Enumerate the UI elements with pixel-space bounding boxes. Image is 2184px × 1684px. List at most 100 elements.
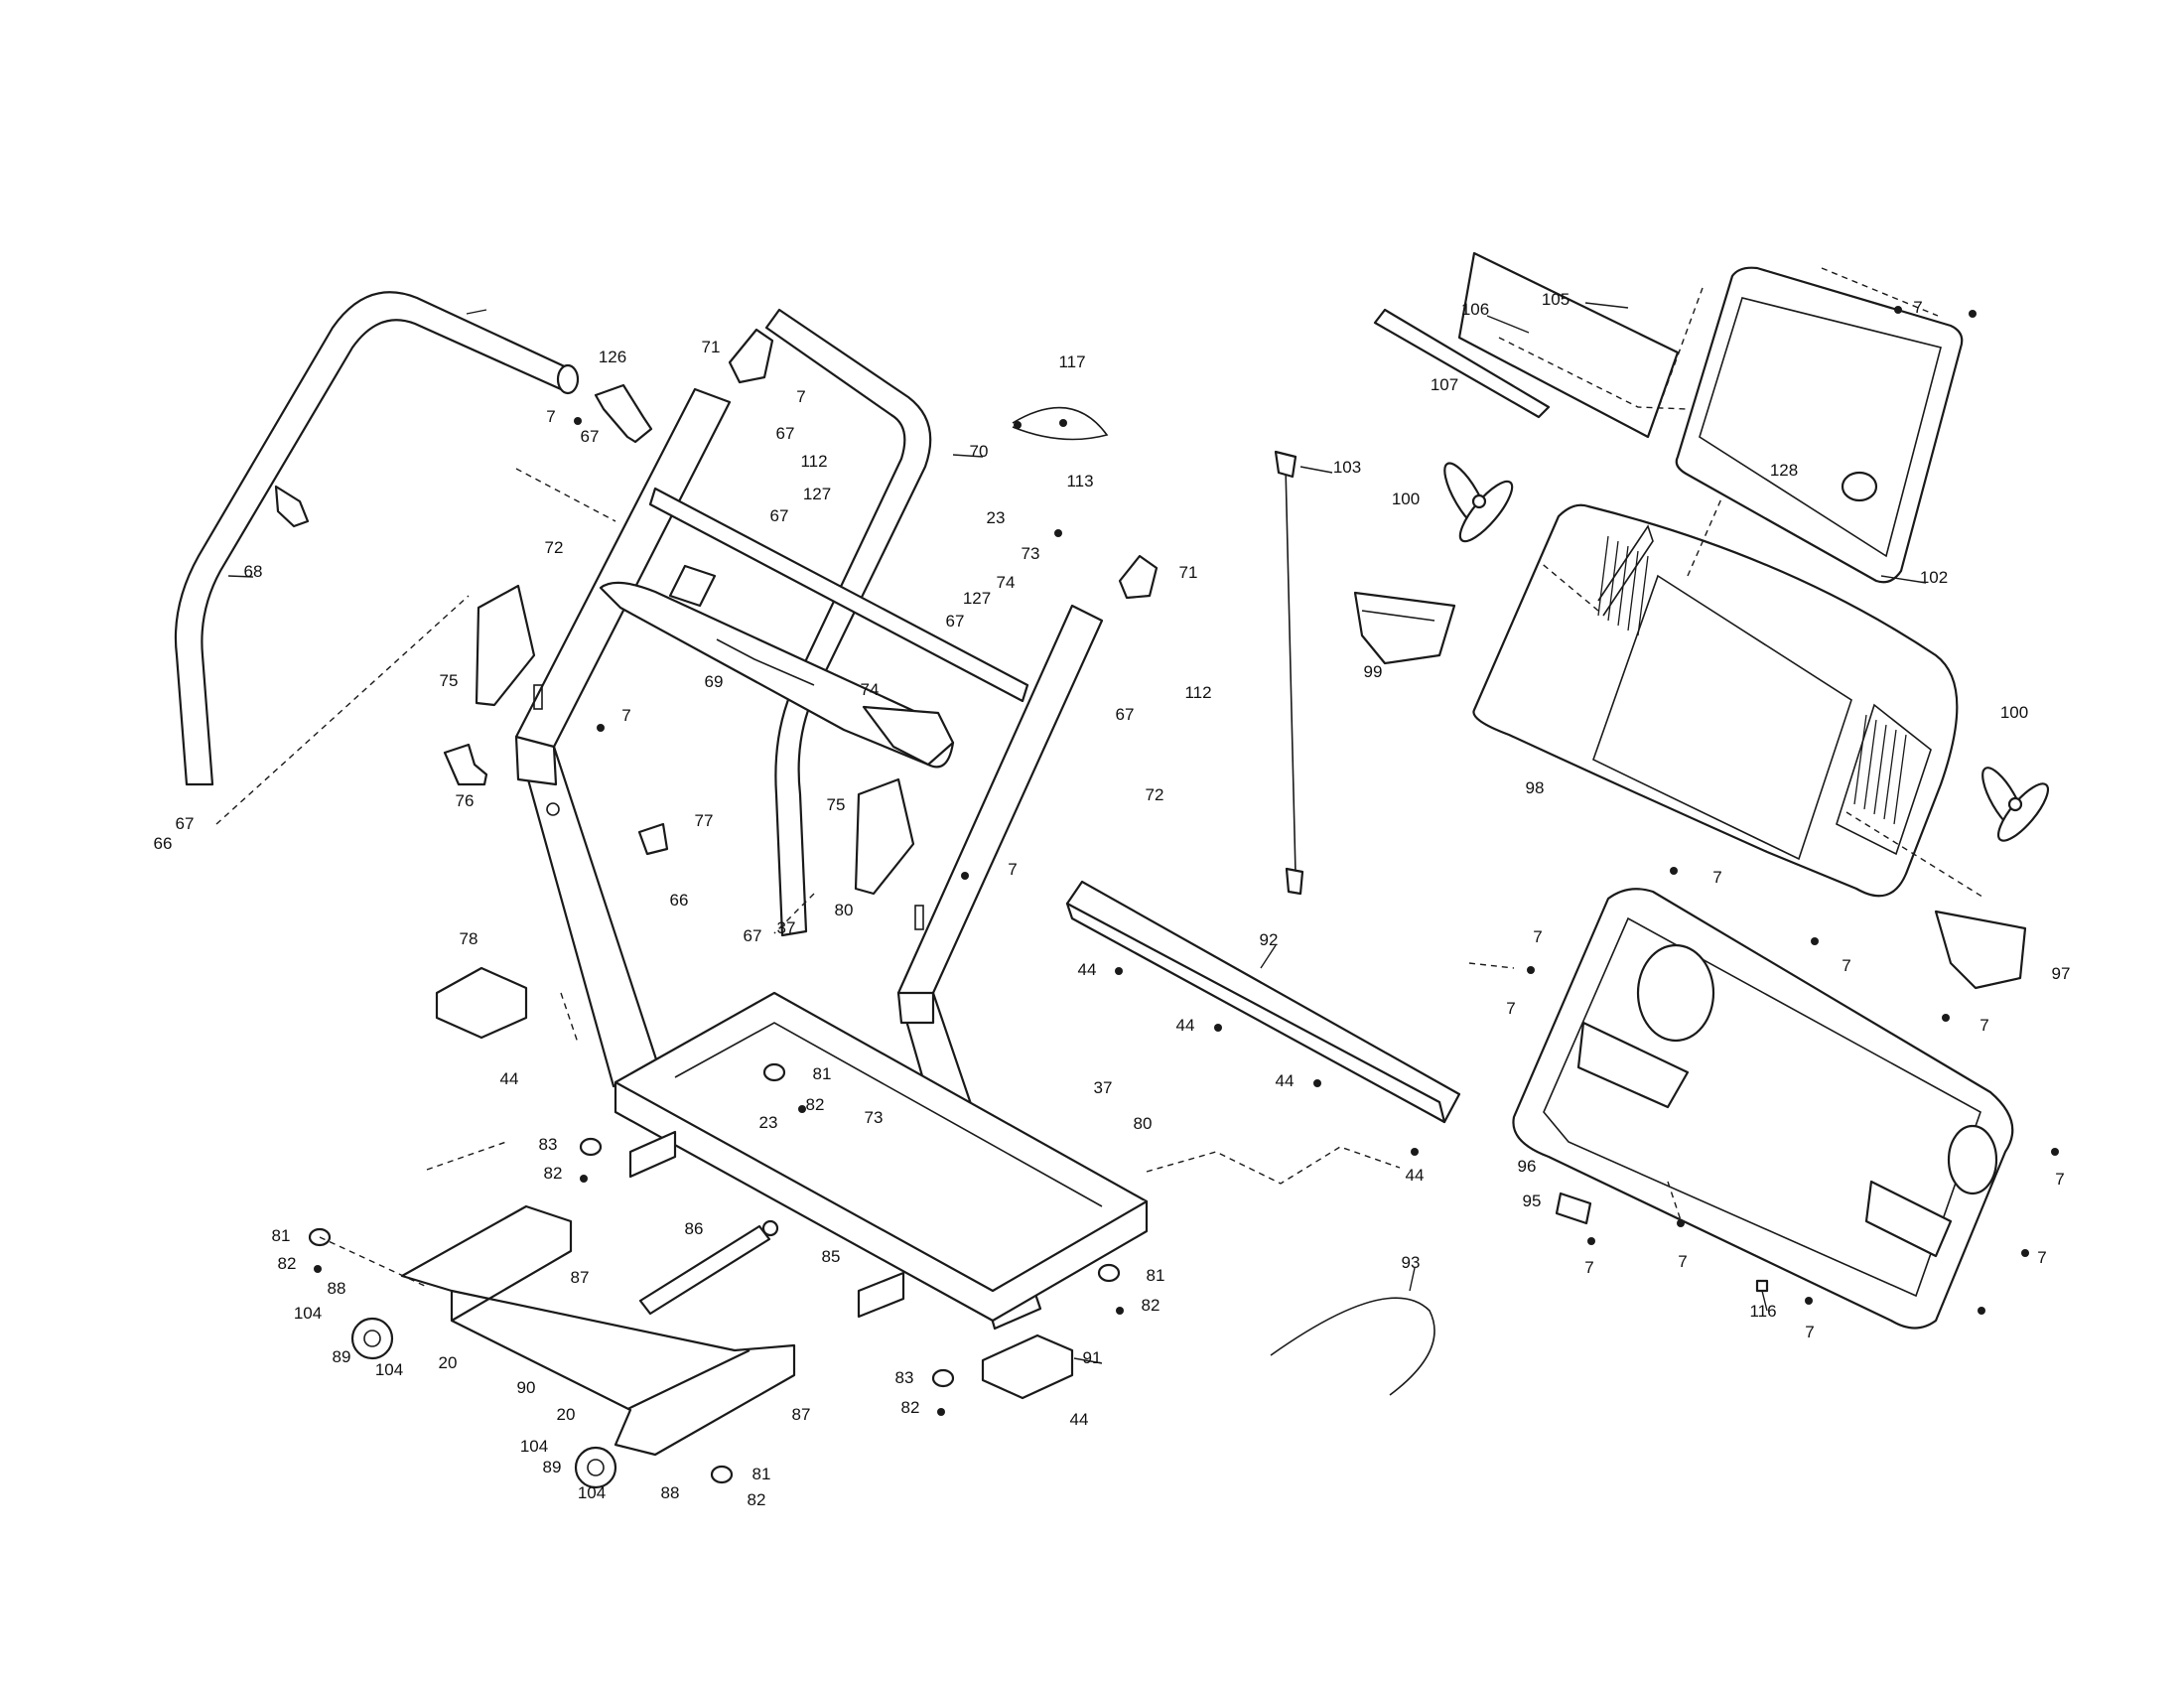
callout-73: 73	[865, 1108, 884, 1127]
callout-7: 7	[1506, 999, 1515, 1018]
callout-88: 88	[661, 1483, 680, 1502]
callout-67: 67	[776, 424, 795, 443]
callout-100: 100	[1392, 490, 1420, 508]
lift-cylinder-86	[638, 1219, 779, 1316]
callout-106: 106	[1461, 300, 1489, 319]
callout-67: 67	[770, 506, 789, 525]
hardware-dots	[314, 306, 2059, 1416]
wire-117	[1012, 406, 1109, 441]
callout-95: 95	[1523, 1192, 1542, 1210]
hood-96	[1512, 888, 2014, 1330]
callout-71: 71	[702, 338, 721, 356]
callout-92: 92	[1260, 930, 1279, 949]
callout-89: 89	[543, 1458, 562, 1476]
callout-90: 90	[517, 1378, 536, 1397]
callout-70: 70	[970, 442, 989, 461]
callout-91: 91	[1083, 1348, 1102, 1367]
motor-hood-bracket-92	[1065, 880, 1461, 1124]
callout-82: 82	[901, 1398, 920, 1417]
callout-44: 44	[1070, 1410, 1089, 1429]
callout-67: 67	[744, 926, 762, 945]
callout-73: 73	[1022, 544, 1040, 563]
callout-81: 81	[272, 1226, 291, 1245]
callout-44: 44	[1176, 1016, 1195, 1035]
wire-93	[1270, 1297, 1435, 1396]
assembly-lines	[215, 267, 1986, 1288]
callout-112: 112	[800, 452, 827, 471]
callout-104: 104	[294, 1304, 322, 1323]
console-base-crossbar	[599, 487, 1029, 769]
fan-100	[1443, 462, 2049, 842]
callout-37: 37	[777, 918, 796, 937]
callout-20: 20	[557, 1405, 576, 1424]
callout-80: 80	[1134, 1114, 1153, 1133]
callout-7: 7	[1584, 1258, 1593, 1277]
callout-100: 100	[2000, 703, 2028, 722]
callout-83: 83	[895, 1368, 914, 1387]
callout-82: 82	[278, 1254, 297, 1273]
tray-97	[1934, 910, 2027, 990]
callout-23: 23	[987, 508, 1006, 527]
callout-97: 97	[2052, 964, 2071, 983]
callout-81: 81	[1147, 1266, 1165, 1285]
callout-37: 37	[1094, 1078, 1113, 1097]
callout-128: 128	[1770, 461, 1798, 480]
callout-87: 87	[571, 1268, 590, 1287]
base-frame	[614, 991, 1149, 1323]
small-parts	[308, 1062, 1769, 1484]
callout-7: 7	[546, 407, 555, 426]
callout-71: 71	[1179, 563, 1198, 582]
leader-lines	[227, 302, 1927, 1364]
callout-87: 87	[792, 1405, 811, 1424]
callout-20: 20	[439, 1353, 458, 1372]
callout-88: 88	[328, 1279, 346, 1298]
callout-7: 7	[1805, 1323, 1814, 1341]
callout-116: 116	[1749, 1302, 1776, 1321]
callout-105: 105	[1542, 290, 1570, 309]
callout-67: 67	[581, 427, 600, 446]
callout-66: 66	[670, 891, 689, 910]
callout-113: 113	[1066, 472, 1093, 491]
callout-66: 66	[154, 834, 173, 853]
callout-67: 67	[946, 612, 965, 631]
grill-vents	[1597, 535, 1907, 825]
callout-7: 7	[1913, 298, 1922, 317]
callout-104: 104	[375, 1360, 403, 1379]
callout-68: 68	[244, 562, 263, 581]
callout-44: 44	[1078, 960, 1097, 979]
cover-71	[728, 328, 1159, 600]
callout-44: 44	[1406, 1166, 1425, 1185]
callout-112: 112	[1184, 683, 1211, 702]
callout-102: 102	[1920, 568, 1948, 587]
callout-93: 93	[1402, 1253, 1421, 1272]
callout-7: 7	[1008, 860, 1017, 879]
callout-103: 103	[1333, 458, 1361, 477]
callout-85: 85	[822, 1247, 841, 1266]
callout-104: 104	[520, 1437, 548, 1456]
tray-99	[1353, 591, 1456, 665]
cover-75	[475, 584, 915, 896]
callout-99: 99	[1364, 662, 1383, 681]
callout-44: 44	[1276, 1071, 1295, 1090]
callout-7: 7	[2055, 1170, 2064, 1189]
callout-72: 72	[1146, 785, 1164, 804]
callout-7: 7	[1712, 868, 1721, 887]
console-102	[1675, 266, 1964, 584]
bracket-78	[435, 966, 528, 1040]
callout-89: 89	[333, 1347, 351, 1366]
callout-69: 69	[705, 672, 724, 691]
callout-83: 83	[539, 1135, 558, 1154]
callout-78: 78	[460, 929, 478, 948]
callout-82: 82	[748, 1490, 766, 1509]
callout-80: 80	[835, 901, 854, 919]
callout-67: 67	[1116, 705, 1135, 724]
end-cap-126	[594, 383, 653, 444]
left-upright	[514, 387, 732, 1088]
callout-7: 7	[1533, 927, 1542, 946]
callout-126: 126	[599, 348, 626, 366]
callout-82: 82	[806, 1095, 825, 1114]
callout-77: 77	[695, 811, 714, 830]
